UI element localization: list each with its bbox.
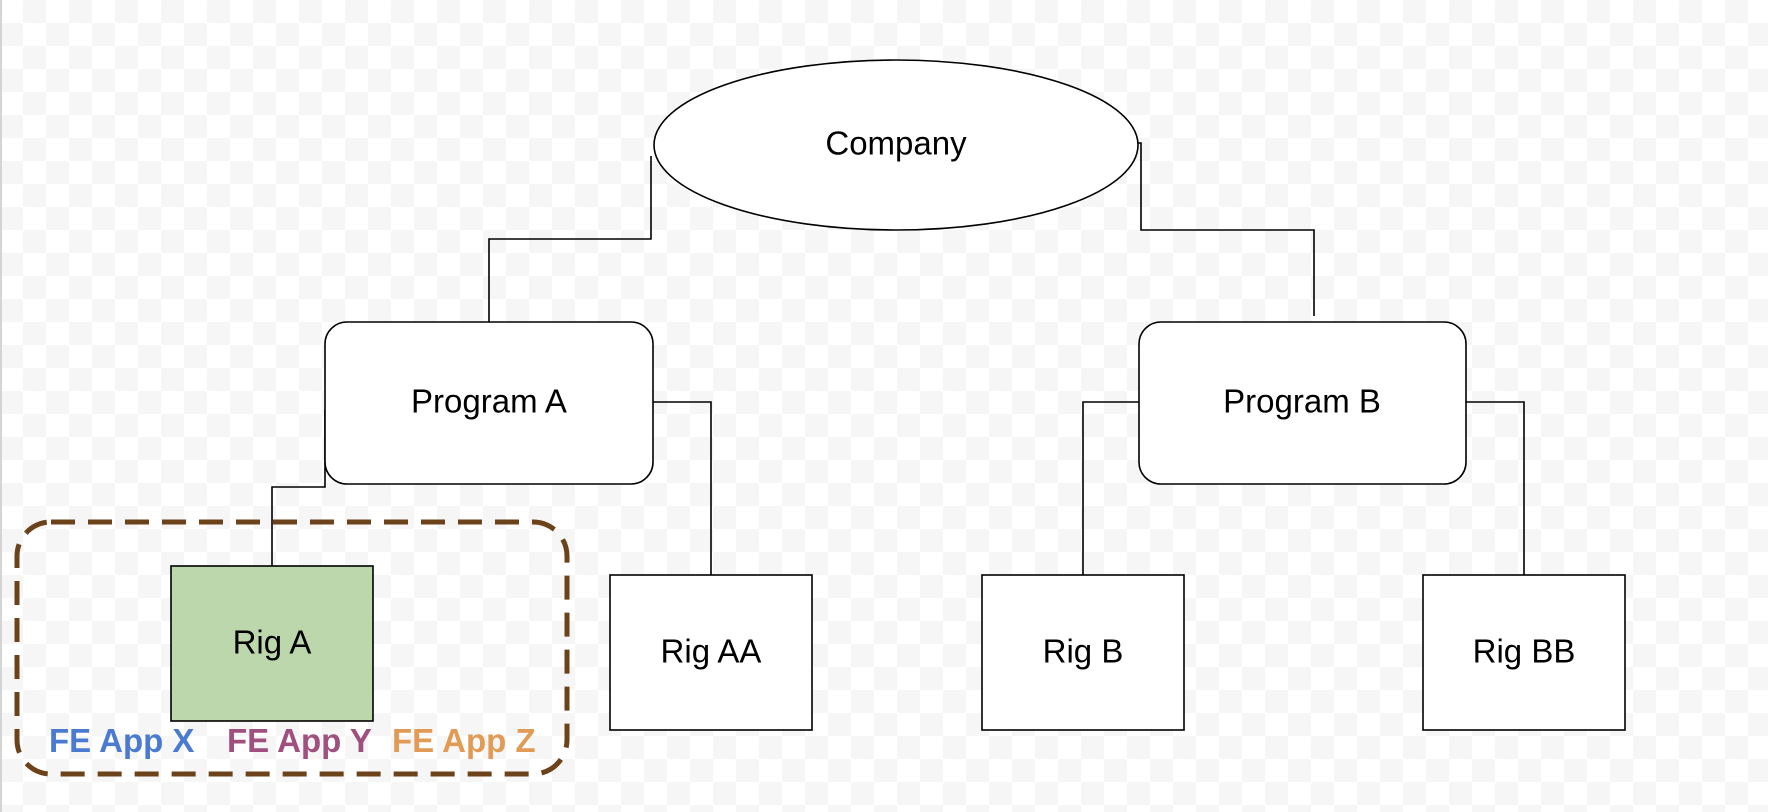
company-node[interactable]: Company	[653, 59, 1139, 231]
rig-bb-box	[1422, 574, 1626, 731]
fe-app-x-label: FE App X	[49, 722, 194, 759]
rig-b-label: Rig B	[1043, 633, 1124, 670]
rig-a-label: Rig A	[233, 624, 312, 661]
program-b-box	[1138, 321, 1467, 485]
rig-a-box	[170, 565, 374, 722]
rig-a-node[interactable]: Rig A	[170, 565, 374, 722]
company-label: Company	[825, 125, 967, 162]
rig-aa-label: Rig AA	[661, 633, 762, 670]
canvas-left-border	[0, 0, 2, 812]
connector-program-a-rig-a	[271, 410, 326, 566]
rig-bb-label: Rig BB	[1473, 633, 1576, 670]
program-a-label: Program A	[411, 383, 567, 420]
program-b-node[interactable]: Program B	[1138, 321, 1467, 485]
program-a-box	[324, 321, 654, 485]
rig-aa-node[interactable]: Rig AA	[609, 574, 813, 731]
fe-app-y-label: FE App Y	[227, 722, 372, 759]
program-b-label: Program B	[1223, 383, 1381, 420]
connector-program-b-rig-bb	[1466, 401, 1525, 575]
program-a-node[interactable]: Program A	[324, 321, 654, 485]
fe-app-group-container[interactable]	[14, 519, 570, 777]
rig-bb-node[interactable]: Rig BB	[1422, 574, 1626, 731]
rig-b-node[interactable]: Rig B	[981, 574, 1185, 731]
connector-company-program-b	[1138, 142, 1315, 316]
company-ellipse	[653, 59, 1139, 231]
connector-program-b-rig-b	[1082, 401, 1139, 575]
connector-company-program-a	[488, 156, 652, 322]
fe-app-z-label: FE App Z	[392, 722, 536, 759]
connector-program-a-rig-aa	[653, 401, 712, 575]
rig-aa-box	[609, 574, 813, 731]
rig-b-box	[981, 574, 1185, 731]
